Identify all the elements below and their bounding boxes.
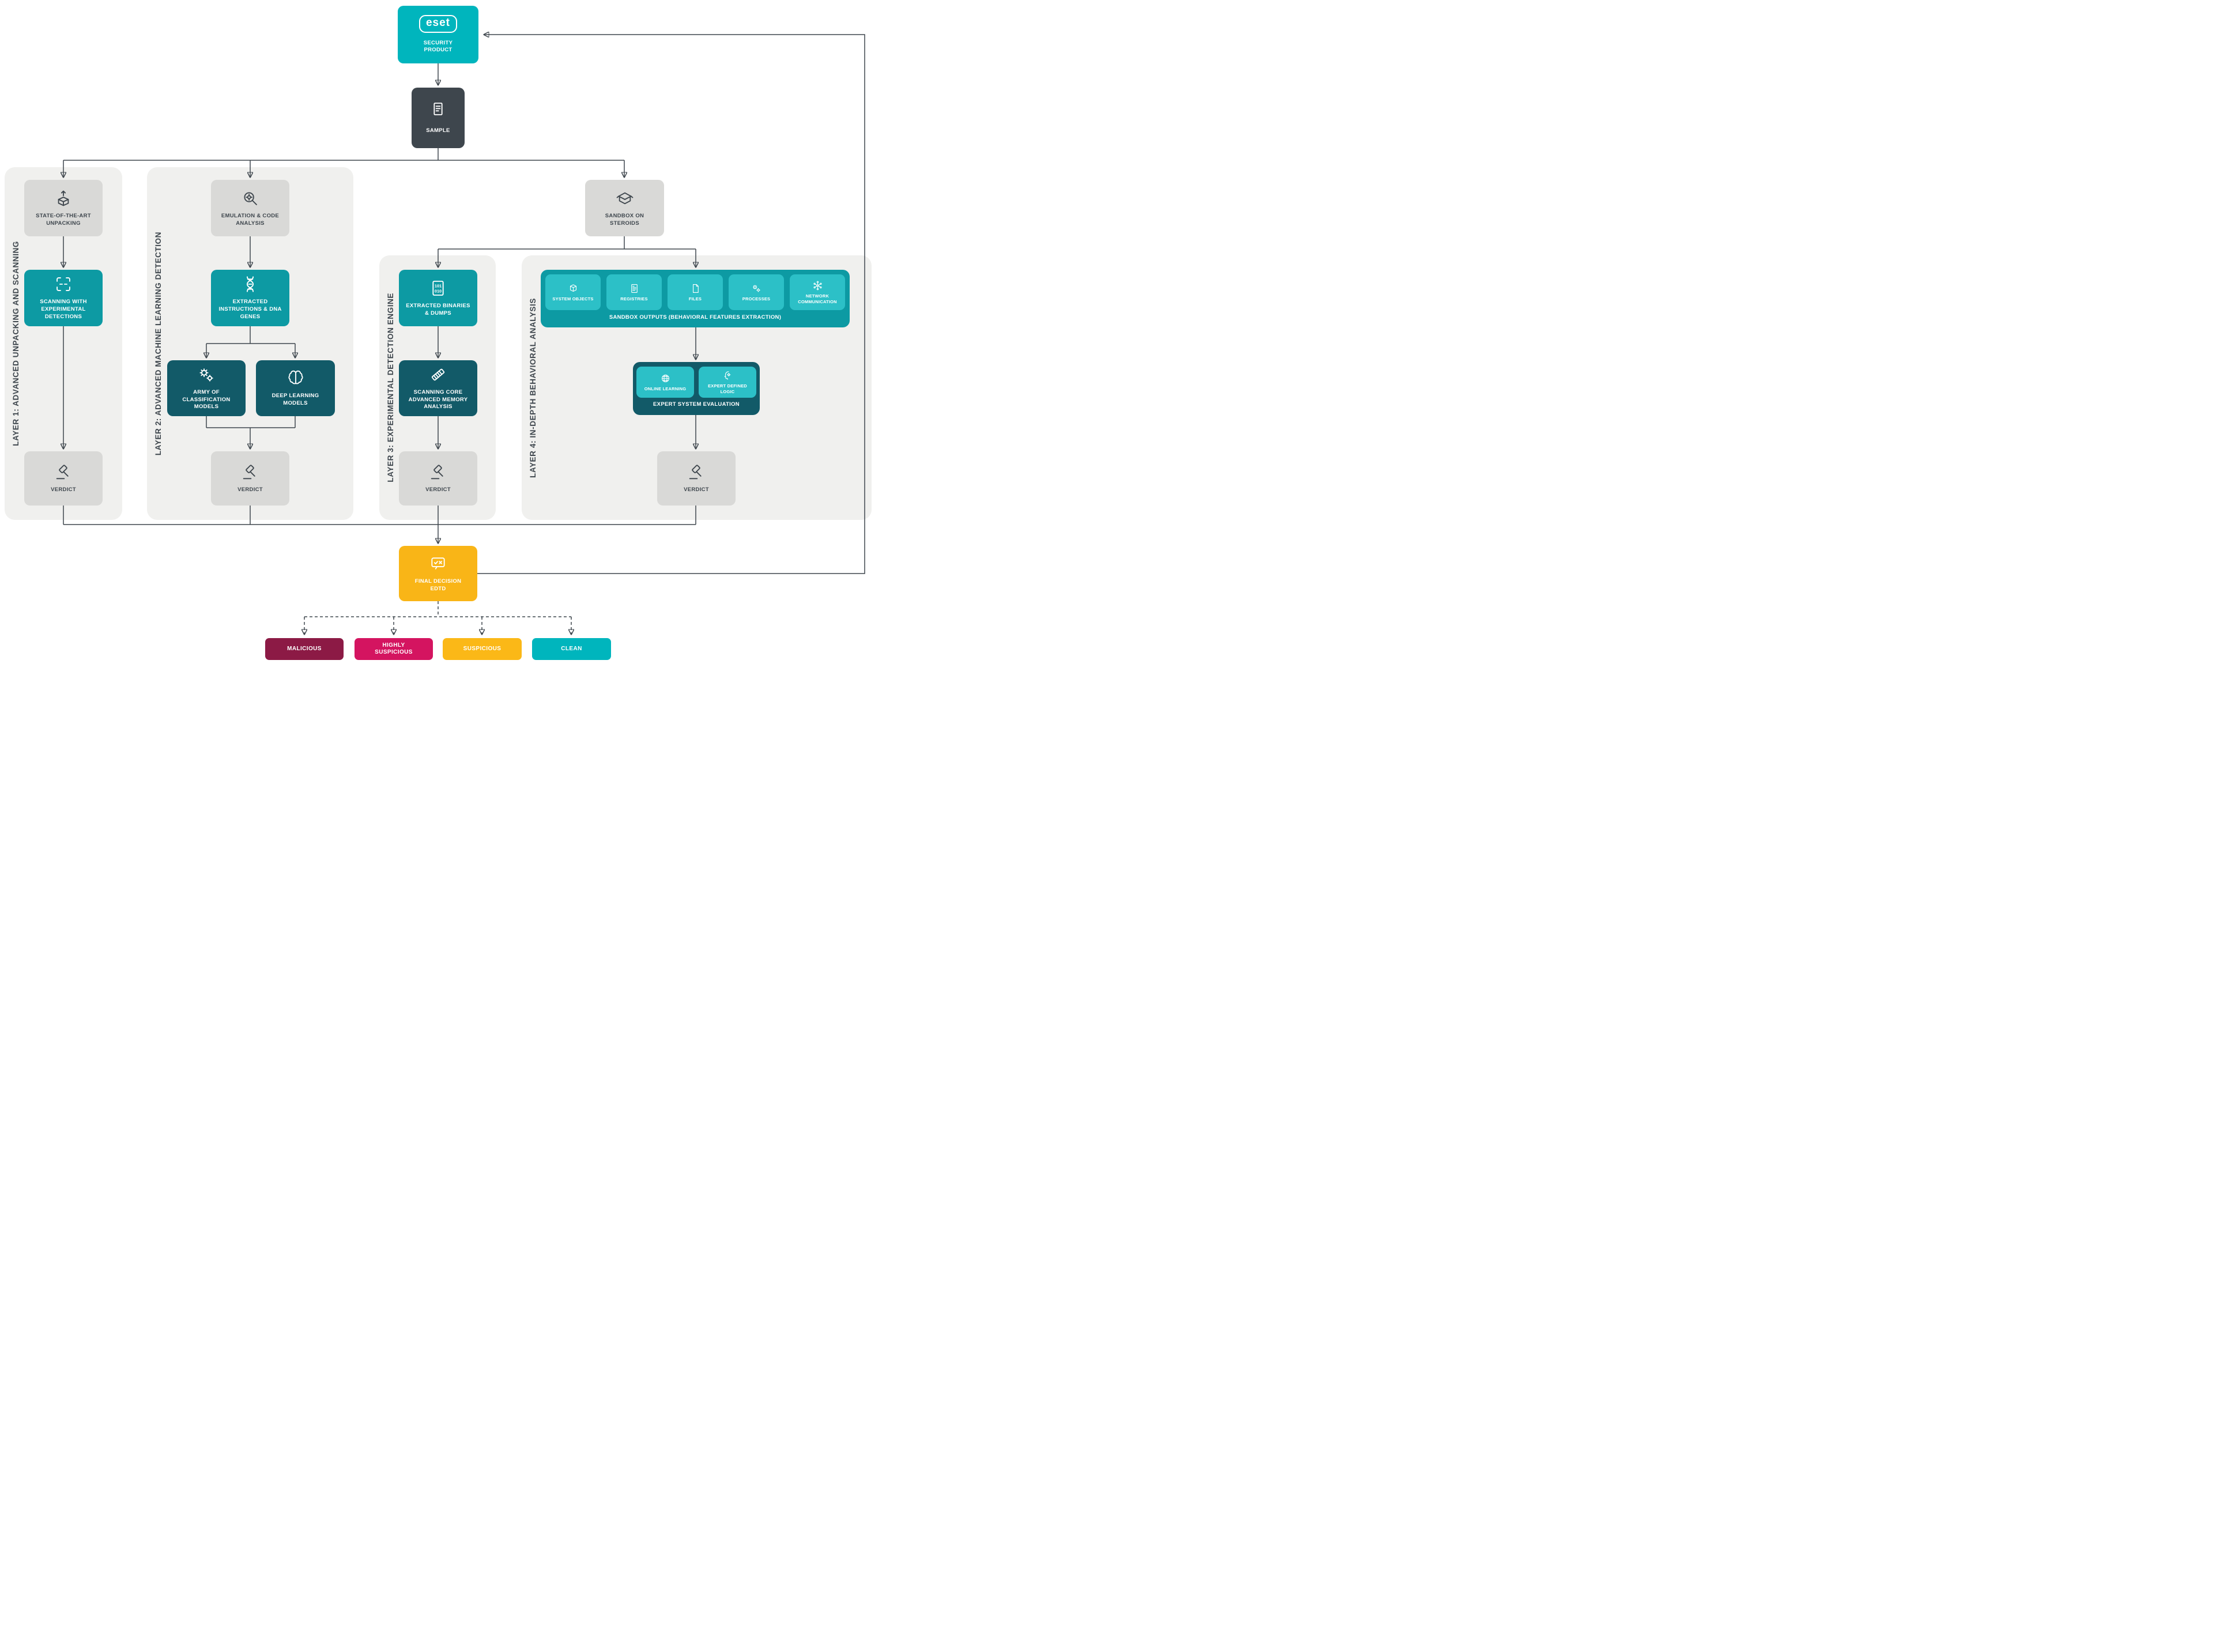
verdict-3-label: VERDICT xyxy=(425,486,451,493)
classification-models-label: ARMY OF CLASSIFICATION MODELS xyxy=(182,389,231,410)
sandbox-output-system-objects: SYSTEM OBJECTS xyxy=(545,274,601,310)
clean-label: CLEAN xyxy=(561,645,582,652)
gavel-icon xyxy=(54,463,73,481)
outcome-clean: CLEAN xyxy=(532,638,611,660)
scanning-experimental-detections-node: SCANNING WITH EXPERIMENTAL DETECTIONS xyxy=(24,270,103,326)
gears-icon xyxy=(197,365,216,384)
globe-icon xyxy=(660,373,671,384)
outcome-malicious: MALICIOUS xyxy=(265,638,344,660)
sandbox-output-files: FILES xyxy=(668,274,723,310)
memory-icon xyxy=(429,365,447,384)
sample-label: SAMPLE xyxy=(426,127,450,134)
sandbox-output-network-communication: NETWORK COMMUNICATION xyxy=(790,274,845,310)
sandbox-output-processes: PROCESSES xyxy=(729,274,784,310)
extracted-instructions-label: EXTRACTED INSTRUCTIONS & DNA GENES xyxy=(218,299,282,320)
unpacking-label: STATE-OF-THE-ART UNPACKING xyxy=(36,212,91,227)
files-label: FILES xyxy=(688,296,702,301)
emulation-code-analysis-node: EMULATION & CODE ANALYSIS xyxy=(211,180,289,236)
sandbox-outputs-caption: SANDBOX OUTPUTS (BEHAVIORAL FEATURES EXT… xyxy=(609,314,782,320)
layer-3-title: LAYER 3: EXPERIMENTAL DETECTION ENGINE xyxy=(386,293,395,482)
process-gears-icon xyxy=(751,283,762,294)
verdict-2-node: VERDICT xyxy=(211,451,289,506)
security-product-node: eset SECURITY PRODUCT xyxy=(398,6,478,63)
scanning-label: SCANNING WITH EXPERIMENTAL DETECTIONS xyxy=(40,299,87,320)
brain-icon xyxy=(286,369,305,387)
file-icon xyxy=(690,283,701,294)
network-communication-label: NETWORK COMMUNICATION xyxy=(798,293,837,304)
document-icon xyxy=(429,101,447,119)
deep-learning-models-node: DEEP LEARNING MODELS xyxy=(256,360,335,416)
scanning-core-label: SCANNING CORE ADVANCED MEMORY ANALYSIS xyxy=(408,389,468,410)
deep-learning-label: DEEP LEARNING MODELS xyxy=(272,393,319,406)
gavel-icon xyxy=(241,463,259,481)
suspicious-label: SUSPICIOUS xyxy=(463,645,502,652)
open-box-icon xyxy=(616,189,634,208)
decision-bubble-icon xyxy=(429,555,447,573)
outcome-suspicious: SUSPICIOUS xyxy=(443,638,522,660)
state-of-the-art-unpacking-node: STATE-OF-THE-ART UNPACKING xyxy=(24,180,103,236)
verdict-2-label: VERDICT xyxy=(237,486,263,493)
layer-2-title: LAYER 2: ADVANCED MACHINE LEARNING DETEC… xyxy=(153,231,163,456)
system-objects-label: SYSTEM OBJECTS xyxy=(552,296,594,301)
verdict-4-node: VERDICT xyxy=(657,451,736,506)
cube-icon xyxy=(568,283,579,294)
final-decision-node: FINAL DECISION EDTD xyxy=(399,546,477,601)
final-decision-label: FINAL DECISION EDTD xyxy=(414,578,462,592)
sample-node: SAMPLE xyxy=(412,88,465,148)
eset-logo: eset xyxy=(418,14,458,33)
classification-models-node: ARMY OF CLASSIFICATION MODELS xyxy=(167,360,246,416)
processes-label: PROCESSES xyxy=(742,296,771,301)
svg-text:101: 101 xyxy=(435,283,442,288)
network-icon xyxy=(812,280,823,291)
sandbox-on-steroids-node: SANDBOX ON STEROIDS xyxy=(585,180,664,236)
svg-text:010: 010 xyxy=(435,288,442,293)
gavel-icon xyxy=(687,463,706,481)
layer-4-title: LAYER 4: IN-DEPTH BEHAVIORAL ANALYSIS xyxy=(528,297,537,478)
verdict-3-node: VERDICT xyxy=(399,451,477,506)
online-learning-label: ONLINE LEARNING xyxy=(644,386,687,391)
scanning-core-node: SCANNING CORE ADVANCED MEMORY ANALYSIS xyxy=(399,360,477,416)
dna-icon xyxy=(241,275,259,293)
magnifier-icon xyxy=(241,189,259,208)
expert-system-group: ONLINE LEARNING EXPERT DEFINED LOGIC EXP… xyxy=(633,362,760,415)
sandbox-on-steroids-label: SANDBOX ON STEROIDS xyxy=(605,212,644,227)
expert-defined-logic-box: EXPERT DEFINED LOGIC xyxy=(699,367,756,398)
verdict-1-label: VERDICT xyxy=(51,486,76,493)
verdict-4-label: VERDICT xyxy=(684,486,709,493)
registry-file-icon xyxy=(629,283,640,294)
emulation-label: EMULATION & CODE ANALYSIS xyxy=(221,212,280,227)
expert-defined-logic-label: EXPERT DEFINED LOGIC xyxy=(708,383,747,394)
verdict-1-node: VERDICT xyxy=(24,451,103,506)
extracted-instructions-node: EXTRACTED INSTRUCTIONS & DNA GENES xyxy=(211,270,289,326)
security-product-label: SECURITY PRODUCT xyxy=(423,39,453,54)
registries-label: REGISTRIES xyxy=(620,296,648,301)
scan-frame-icon xyxy=(54,275,73,293)
head-gear-icon xyxy=(722,370,733,381)
malicious-label: MALICIOUS xyxy=(287,645,322,652)
sandbox-output-registries: REGISTRIES xyxy=(606,274,662,310)
layer-1-title: LAYER 1: ADVANCED UNPACKING AND SCANNING xyxy=(11,241,20,446)
expert-system-caption: EXPERT SYSTEM EVALUATION xyxy=(653,401,740,408)
sandbox-outputs-group: SYSTEM OBJECTS REGISTRIES FILES PROCESSE… xyxy=(541,270,850,327)
unpacking-box-icon xyxy=(54,189,73,208)
extracted-binaries-label: EXTRACTED BINARIES & DUMPS xyxy=(406,302,470,316)
gavel-icon xyxy=(429,463,447,481)
online-learning-box: ONLINE LEARNING xyxy=(636,367,694,398)
outcome-highly-suspicious: HIGHLY SUSPICIOUS xyxy=(355,638,433,660)
eset-detection-layers-diagram: { "diagram": { "security_product": { "lo… xyxy=(0,0,892,661)
highly-suspicious-label: HIGHLY SUSPICIOUS xyxy=(375,642,413,656)
